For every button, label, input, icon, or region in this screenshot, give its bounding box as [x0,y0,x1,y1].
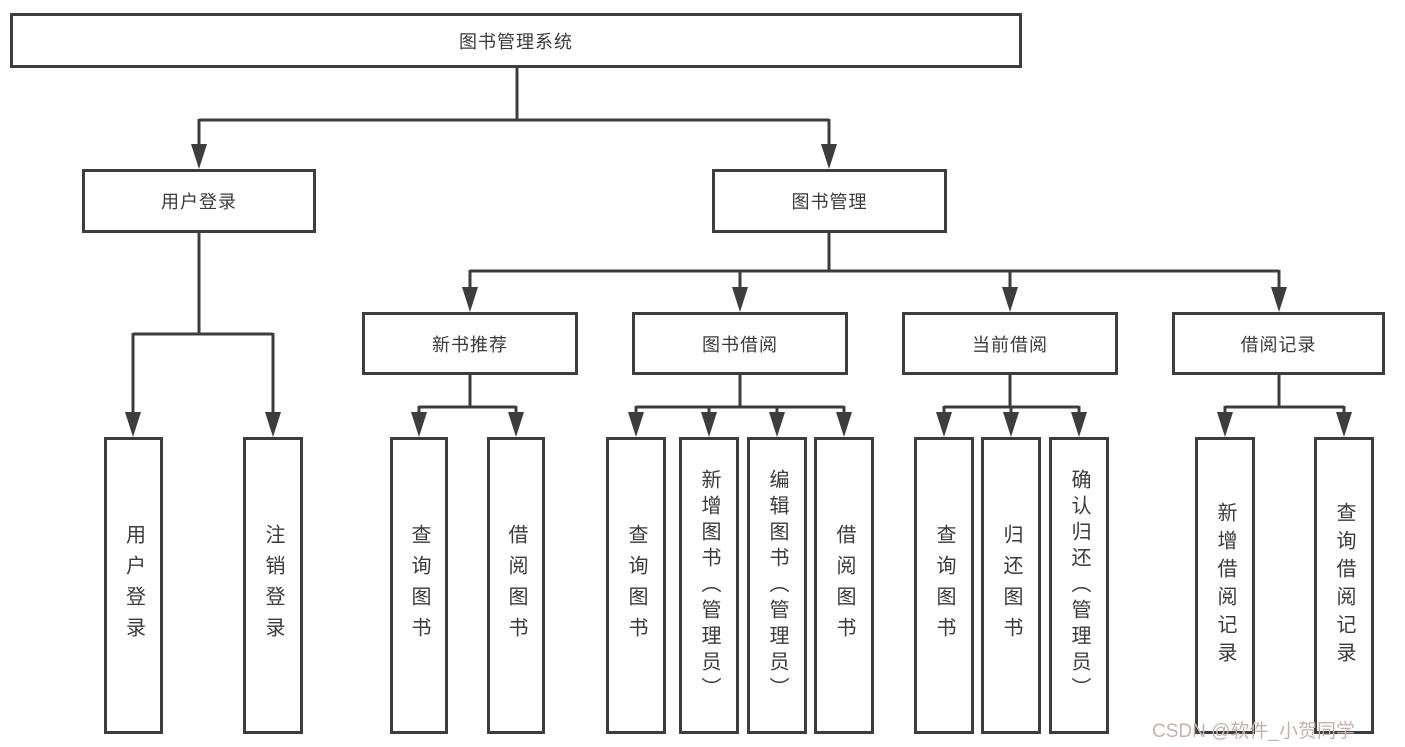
leaf-query-books-3: 查询图书 [914,437,974,734]
leaf-query-books-2: 查询图书 [606,437,666,734]
node-new-book-recommendation: 新书推荐 [362,312,578,375]
node-label: 查询借阅记录 [1333,501,1355,670]
leaf-borrow-books-2: 借阅图书 [814,437,874,734]
node-root-library-system: 图书管理系统 [10,13,1022,68]
node-borrowing-records: 借阅记录 [1172,312,1385,375]
node-label: 图书管理 [791,192,868,212]
leaf-query-books-1: 查询图书 [390,437,448,734]
node-label: 注销登录 [262,523,284,648]
leaf-return-books: 归还图书 [981,437,1041,734]
node-label: 查询图书 [408,523,430,648]
node-label: 借阅记录 [1240,334,1317,355]
node-current-borrowing: 当前借阅 [902,312,1118,375]
node-label: 新增图书（管理员） [698,468,720,703]
leaf-add-borrow-record: 新增借阅记录 [1195,437,1255,734]
leaf-user-login: 用户登录 [104,437,163,734]
leaf-borrow-books-1: 借阅图书 [487,437,545,734]
node-label: 借阅图书 [505,523,527,648]
node-label: 借阅图书 [833,523,855,648]
node-label: 用户登录 [161,192,237,212]
node-book-management: 图书管理 [712,169,947,233]
node-label: 新增借阅记录 [1214,501,1236,670]
node-label: 归还图书 [1000,523,1022,648]
node-label: 查询图书 [933,523,955,648]
leaf-logout: 注销登录 [243,437,303,734]
node-label: 编辑图书（管理员） [766,468,788,703]
node-user-login-group: 用户登录 [82,169,316,233]
leaf-confirm-return-admin: 确认归还（管理员） [1049,437,1109,734]
node-label: 用户登录 [122,523,145,648]
leaf-query-borrow-record: 查询借阅记录 [1314,437,1374,734]
leaf-add-books-admin: 新增图书（管理员） [679,437,739,734]
node-label: 图书管理系统 [459,31,573,52]
node-label: 当前借阅 [972,334,1048,355]
node-book-borrowing: 图书借阅 [632,312,848,375]
csdn-watermark: CSDN @软件_小贺同学 [1152,721,1355,742]
node-label: 新书推荐 [432,334,508,355]
node-label: 确认归还（管理员） [1068,468,1090,703]
leaf-edit-books-admin: 编辑图书（管理员） [747,437,807,734]
node-label: 图书借阅 [702,334,778,355]
node-label: 查询图书 [625,523,647,648]
